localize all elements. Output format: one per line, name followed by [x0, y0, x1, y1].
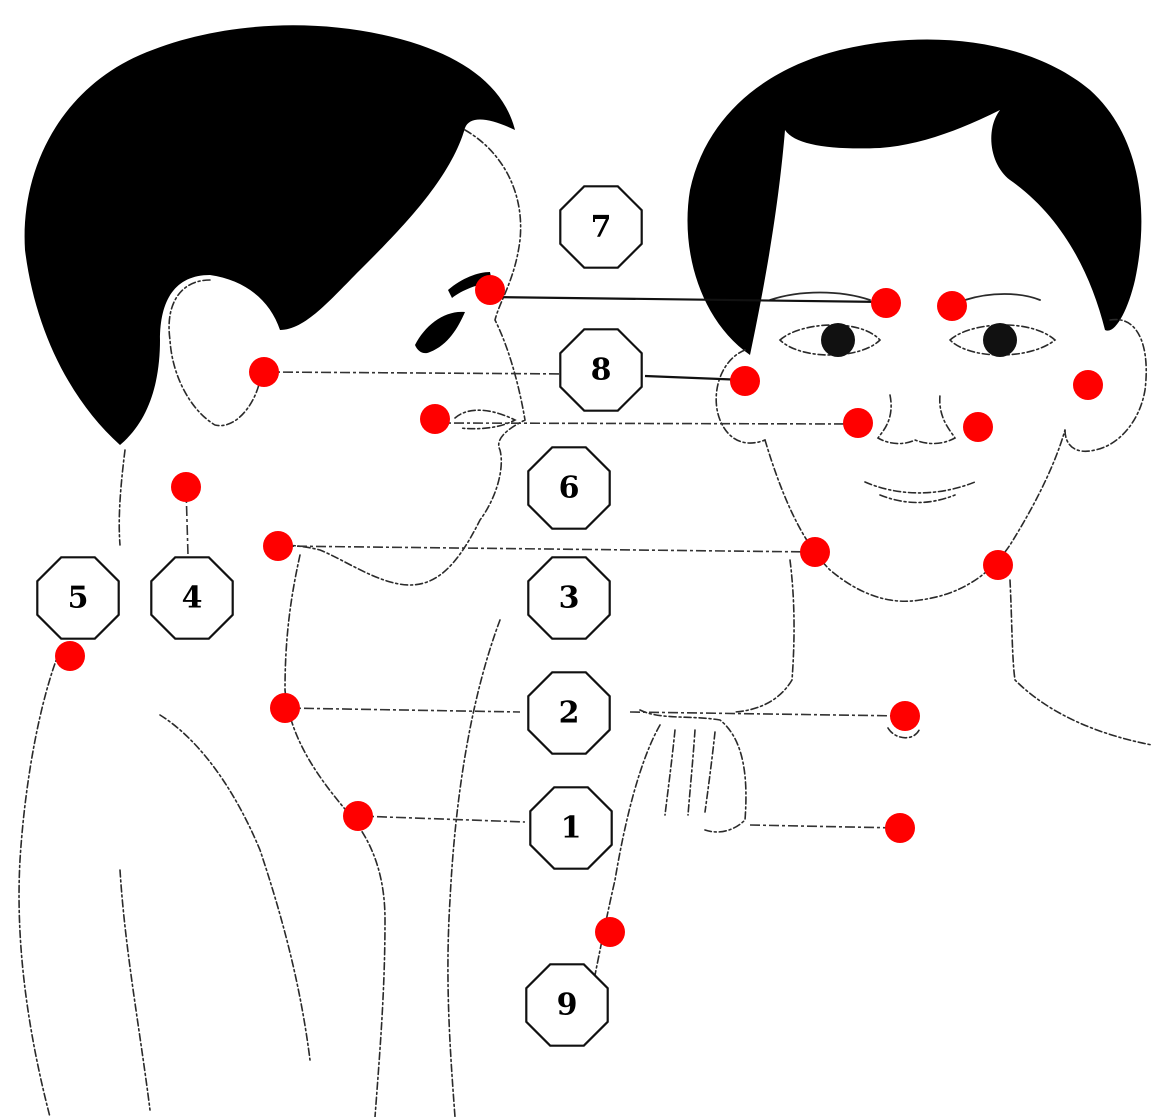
badge-octagon: [527, 446, 611, 530]
badge-octagon: [559, 185, 643, 269]
badge-number: 4: [182, 581, 203, 616]
badge-number: 5: [68, 581, 89, 616]
badge-octagon: [525, 963, 609, 1047]
front-hair: [687, 39, 1142, 355]
side-hair: [24, 25, 516, 446]
badge-number: 3: [559, 581, 580, 616]
front-left-brow: [769, 291, 871, 301]
leader-line-ear-side: [263, 371, 576, 375]
label-badge-9: 9: [525, 963, 609, 1047]
badge-number: 9: [557, 988, 578, 1023]
label-badge-2: 2: [527, 671, 611, 755]
badge-octagon: [36, 556, 120, 640]
pressure-point: [890, 701, 920, 731]
leader-line-ear-front: [644, 374, 746, 382]
pressure-point: [871, 288, 901, 318]
side-nostril: [454, 409, 517, 430]
side-chest: [159, 714, 311, 1061]
front-neck-left: [734, 559, 795, 713]
pressure-point: [595, 917, 625, 947]
badge-octagon: [527, 556, 611, 640]
pressure-point: [270, 693, 300, 723]
leader-line-sternum: [357, 815, 526, 823]
side-neck-back: [118, 449, 126, 546]
front-face-figure: [589, 39, 1152, 1001]
front-finger-joint: [887, 727, 921, 739]
badge-octagon: [529, 786, 613, 870]
badge-number: 8: [591, 353, 612, 388]
pressure-point: [963, 412, 993, 442]
pressure-point: [885, 813, 915, 843]
leader-line-nose: [434, 422, 859, 425]
front-right-pupil: [983, 323, 1017, 357]
side-profile-figure: [18, 25, 526, 1117]
label-badge-1: 1: [529, 786, 613, 870]
front-mouth: [864, 481, 976, 504]
front-jaw: [764, 429, 1066, 603]
side-neck-front: [284, 554, 386, 1117]
pressure-point: [843, 408, 873, 438]
leader-line-hand: [749, 824, 901, 829]
badge-octagon: [150, 556, 234, 640]
label-badge-6: 6: [527, 446, 611, 530]
label-badge-3: 3: [527, 556, 611, 640]
side-eye: [415, 311, 465, 354]
front-left-eye-outline: [778, 324, 882, 356]
front-right-brow: [964, 293, 1041, 301]
front-nose: [876, 394, 957, 445]
badge-octagon: [527, 671, 611, 755]
front-left-ear: [715, 349, 766, 444]
side-arm: [119, 869, 151, 1111]
label-badge-5: 5: [36, 556, 120, 640]
pressure-point: [55, 641, 85, 671]
pressure-point: [983, 550, 1013, 580]
pressure-point: [249, 357, 279, 387]
leader-line-finger: [629, 711, 906, 717]
leader-line-jaw: [277, 545, 816, 553]
front-left-pupil: [821, 323, 855, 357]
side-collar: [447, 619, 501, 1117]
pressure-point: [171, 472, 201, 502]
badge-octagon: [559, 328, 643, 412]
pressure-point: [475, 275, 505, 305]
leader-line-brow: [489, 295, 887, 304]
label-badge-7: 7: [559, 185, 643, 269]
badge-number: 1: [561, 811, 582, 846]
side-ear: [168, 279, 261, 427]
badge-number: 6: [559, 471, 580, 506]
pressure-point: [263, 531, 293, 561]
front-neck-right: [1009, 579, 1152, 746]
badge-number: 2: [559, 696, 580, 731]
pressure-points: [55, 275, 1103, 947]
label-badges: 7 8 6 5 4 3 2 1 9: [36, 185, 643, 1047]
side-face: [274, 129, 526, 586]
leader-line-neck-side: [185, 486, 189, 556]
pressure-point: [800, 537, 830, 567]
front-right-ear: [1064, 318, 1148, 452]
leader-lines: [185, 295, 906, 829]
front-hand: [589, 709, 747, 1001]
pressure-point: [1073, 370, 1103, 400]
badge-number: 7: [591, 210, 612, 245]
front-right-eye-outline: [948, 324, 1057, 356]
label-badge-4: 4: [150, 556, 234, 640]
pressure-point: [730, 366, 760, 396]
pressure-point: [343, 801, 373, 831]
label-badge-8: 8: [559, 328, 643, 412]
pressure-point: [937, 291, 967, 321]
side-shoulder: [18, 649, 61, 1117]
leader-line-chest: [284, 707, 521, 713]
pressure-point: [420, 404, 450, 434]
